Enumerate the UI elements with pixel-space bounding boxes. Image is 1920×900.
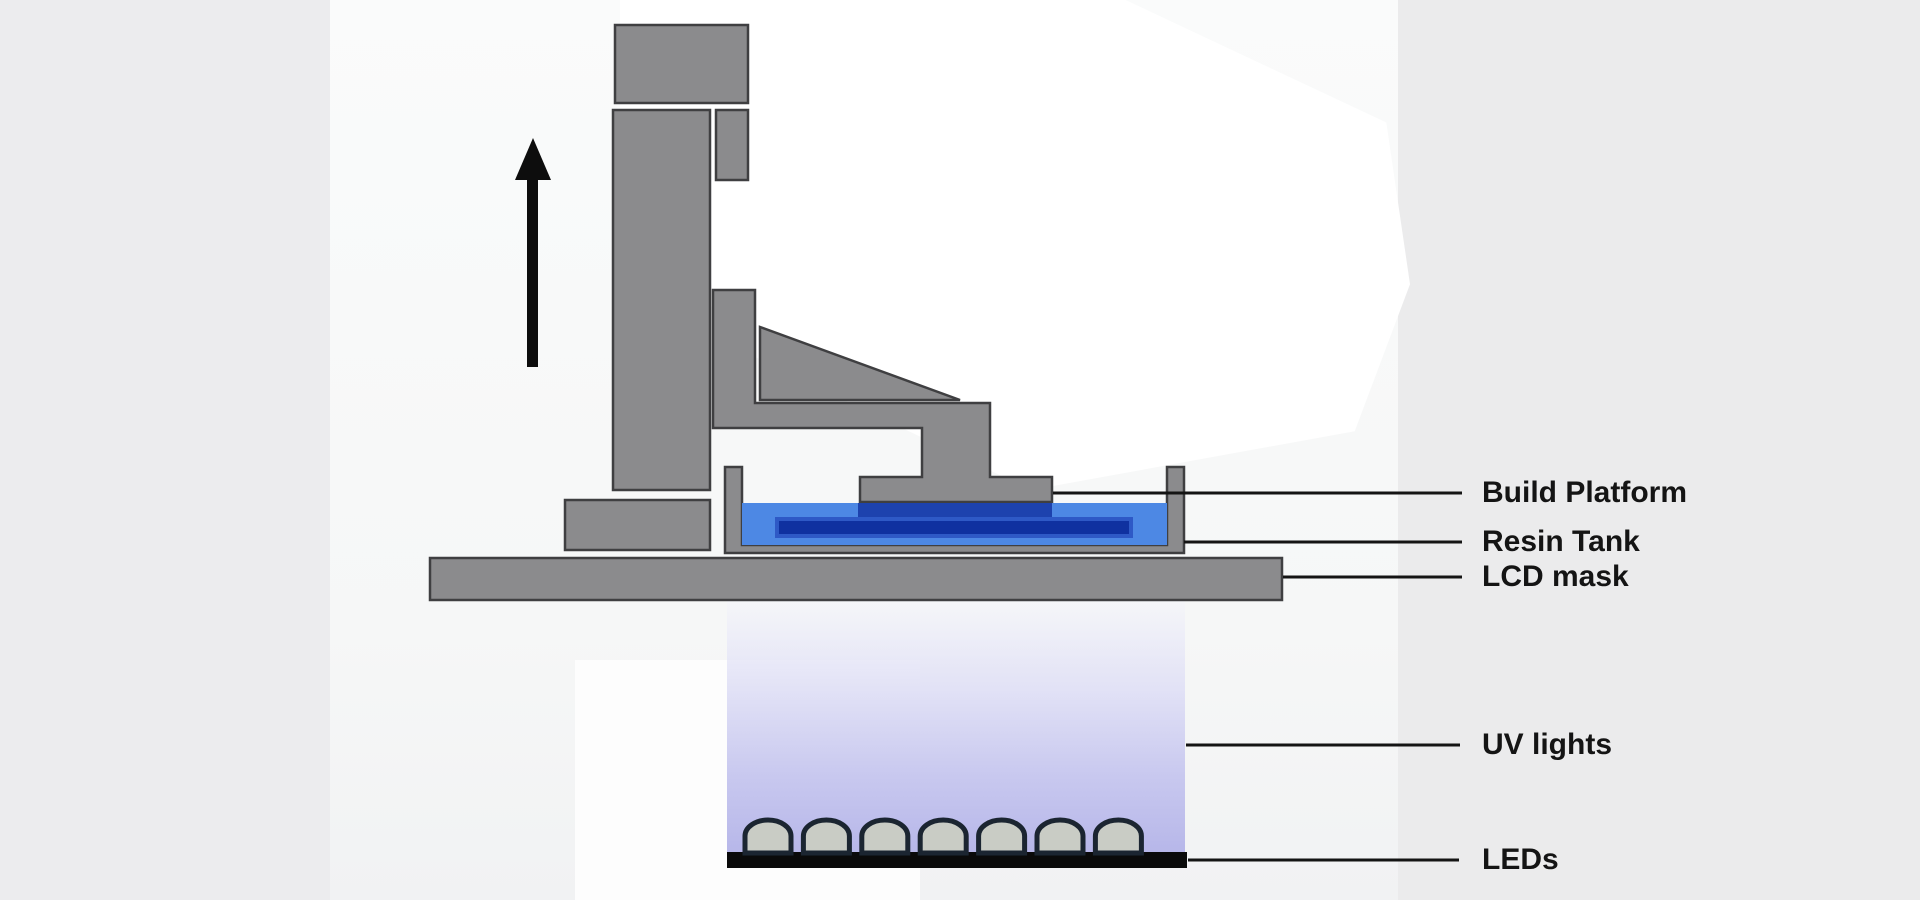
z-column [611, 108, 712, 492]
base-mount-block [563, 498, 712, 552]
led-dome [859, 817, 911, 856]
label-lcd-mask: LCD mask [1482, 560, 1629, 593]
up-arrow-icon [515, 138, 551, 367]
lcd-mask-bar [428, 556, 1284, 602]
z-slider-block [714, 108, 750, 182]
motor-block [613, 23, 750, 105]
resin-tank-body [723, 465, 1186, 555]
led-domes-group [742, 817, 1144, 856]
led-dome [1034, 817, 1086, 856]
label-build-platform: Build Platform [1482, 476, 1688, 509]
label-uv-lights: UV lights [1482, 728, 1613, 761]
led-dome [742, 817, 794, 856]
cured-resin-part [775, 517, 1133, 538]
led-dome [800, 817, 852, 856]
background-right-panel [1398, 0, 1920, 900]
led-dome [1092, 817, 1144, 856]
led-dome [917, 817, 969, 856]
label-leds: LEDs [1482, 843, 1559, 876]
led-dome [976, 817, 1028, 856]
cured-resin-layer [858, 503, 1052, 518]
uv-light-glow [727, 601, 1185, 852]
label-resin-tank: Resin Tank [1482, 525, 1640, 558]
support-gusset-triangle [758, 325, 961, 402]
led-strip-bar [727, 852, 1187, 868]
carriage-arm-and-build-platform [711, 288, 1054, 504]
